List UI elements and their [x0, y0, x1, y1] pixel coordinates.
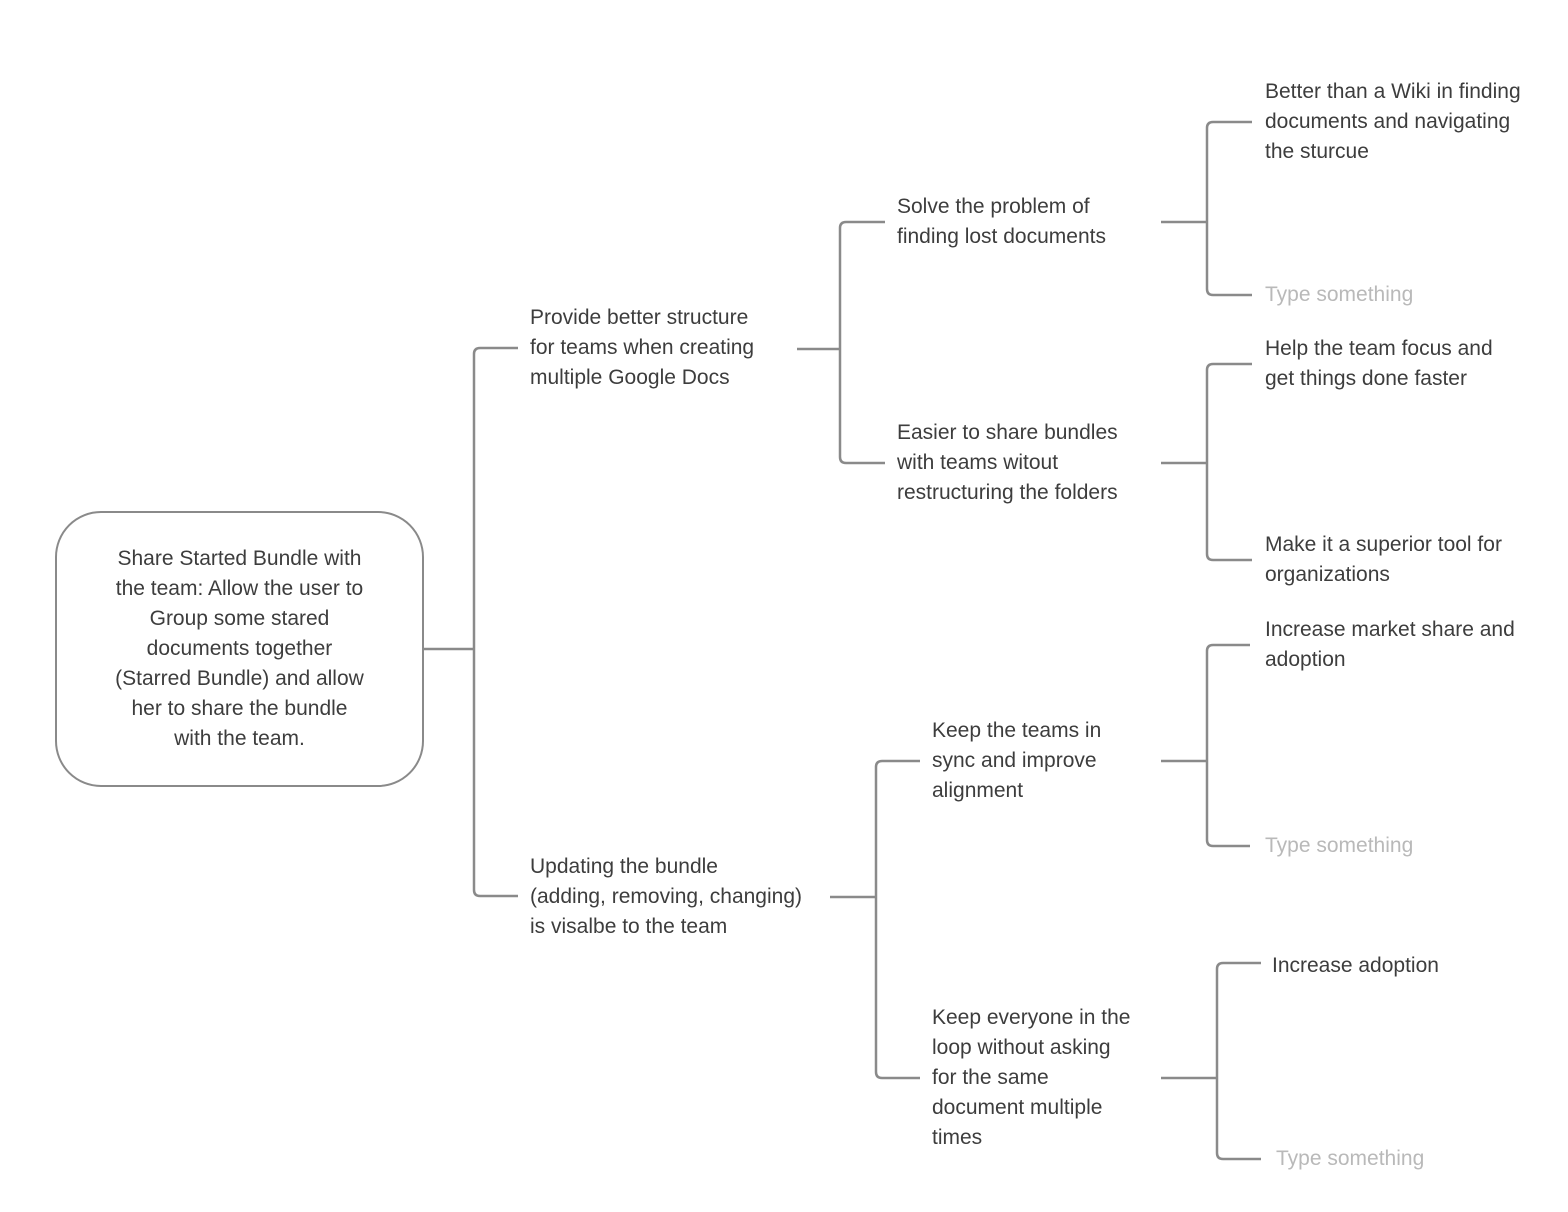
connector-main-trunk	[472, 346, 518, 898]
mindmap-node-better-than-wiki[interactable]: Better than a Wiki in finding documents …	[1265, 80, 1521, 163]
connector-branch2-rail	[874, 759, 920, 1080]
connector-solve-rail	[1205, 120, 1252, 297]
connector-keepteams-rail	[1205, 643, 1250, 848]
mindmap-root-node[interactable]: Share Started Bundle with the team: Allo…	[55, 511, 424, 787]
mindmap-node-keep-teams-sync[interactable]: Keep the teams in sync and improve align…	[932, 719, 1102, 802]
mindmap-empty-node-3[interactable]: Type something	[1276, 1147, 1425, 1170]
connector-branch1-rail	[838, 220, 885, 465]
mindmap-node-superior-tool[interactable]: Make it a superior tool for organization…	[1265, 533, 1502, 586]
mindmap-node-market-share[interactable]: Increase market share and adoption	[1265, 618, 1515, 671]
mindmap-empty-node-1[interactable]: Type something	[1265, 283, 1414, 306]
mindmap-empty-node-2[interactable]: Type something	[1265, 834, 1414, 857]
connector-easier-rail	[1205, 362, 1252, 562]
mindmap-node-easier-share[interactable]: Easier to share bundles with teams witou…	[897, 421, 1118, 504]
mindmap-node-increase-adoption[interactable]: Increase adoption	[1272, 954, 1439, 977]
mindmap-node-solve-problem[interactable]: Solve the problem of finding lost docume…	[897, 195, 1106, 248]
connector-keepeveryone-rail	[1215, 961, 1261, 1161]
mindmap-node-help-team-focus[interactable]: Help the team focus and get things done …	[1265, 337, 1493, 390]
mindmap-node-updating-bundle[interactable]: Updating the bundle (adding, removing, c…	[530, 855, 802, 938]
mindmap-node-provide-structure[interactable]: Provide better structure for teams when …	[530, 306, 755, 389]
mindmap-node-keep-everyone-loop[interactable]: Keep everyone in the loop without asking…	[932, 1006, 1131, 1149]
